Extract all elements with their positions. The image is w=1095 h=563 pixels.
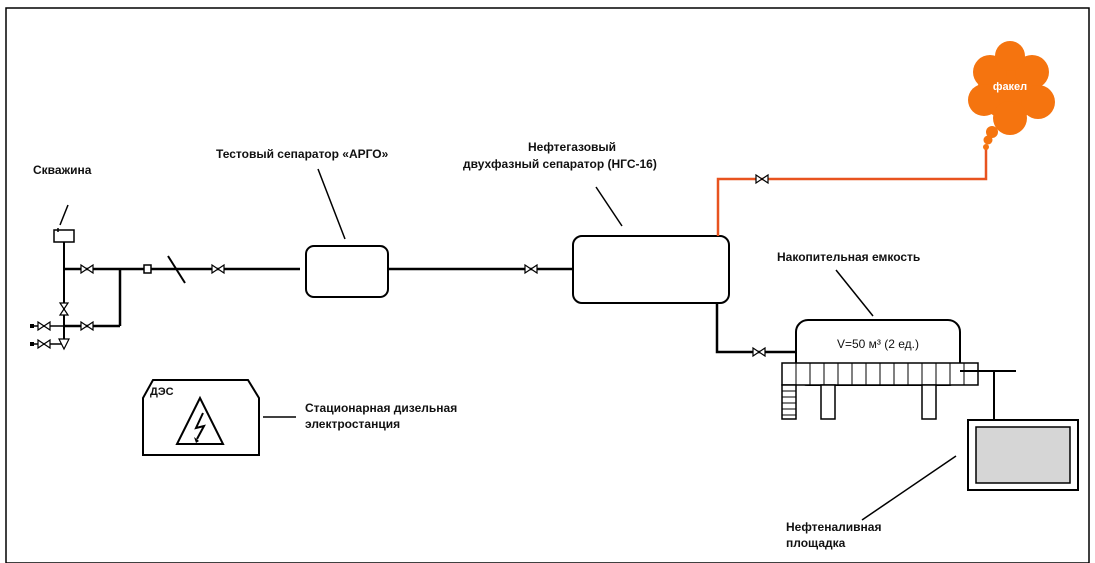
storage-tank <box>781 319 979 420</box>
test-separator-vessel <box>305 245 389 298</box>
valve-icon <box>752 347 766 357</box>
valve-icon <box>80 264 94 274</box>
wellhead <box>53 229 75 243</box>
valve-icon <box>755 174 769 184</box>
des-tag: ДЭС <box>150 386 174 398</box>
ngs-label-line1: Нефтегазовый <box>528 140 617 154</box>
tank-ladder <box>781 384 797 420</box>
high-voltage-icon <box>175 395 225 445</box>
check-valve-icon <box>58 338 70 351</box>
page-border <box>5 7 1090 563</box>
storage-tank-label: Накопительная емкость <box>777 250 921 264</box>
tank-volume-label: V=50 м³ (2 ед.) <box>836 337 920 351</box>
orifice-plate <box>167 255 186 284</box>
loading-pad-label-line1: Нефтеналивная <box>786 520 882 534</box>
valve-icon <box>80 321 94 331</box>
loading-pad-label-line2: площадка <box>786 536 846 550</box>
test-separator-label: Тестовый сепаратор «АРГО» <box>216 147 389 161</box>
valve-icon <box>37 339 51 349</box>
valve-icon <box>211 264 225 274</box>
flow-meter-icon <box>143 264 152 274</box>
gas-line <box>716 148 988 236</box>
loading-pad-leader <box>861 455 957 521</box>
ngs-leader <box>595 186 623 227</box>
des-station <box>142 379 260 456</box>
des-label-line1: Стационарная дизельная <box>305 401 458 415</box>
test-separator-leader <box>317 168 346 240</box>
valve-icon <box>59 302 69 316</box>
ngs-separator-vessel <box>572 235 730 304</box>
well-leader <box>59 204 69 226</box>
ngs-label-line2: двухфазный сепаратор (НГС-16) <box>463 157 657 171</box>
flare-cloud <box>968 41 1055 150</box>
flare-label: факел <box>992 81 1028 93</box>
valve-icon <box>37 321 51 331</box>
loading-pad <box>975 426 1071 484</box>
des-label-line2: электростанция <box>305 417 401 431</box>
well-assembly <box>30 204 300 351</box>
tank-leader <box>835 269 874 317</box>
well-label: Скважина <box>33 163 92 177</box>
liquid-line <box>715 303 797 354</box>
valve-icon <box>524 264 538 274</box>
